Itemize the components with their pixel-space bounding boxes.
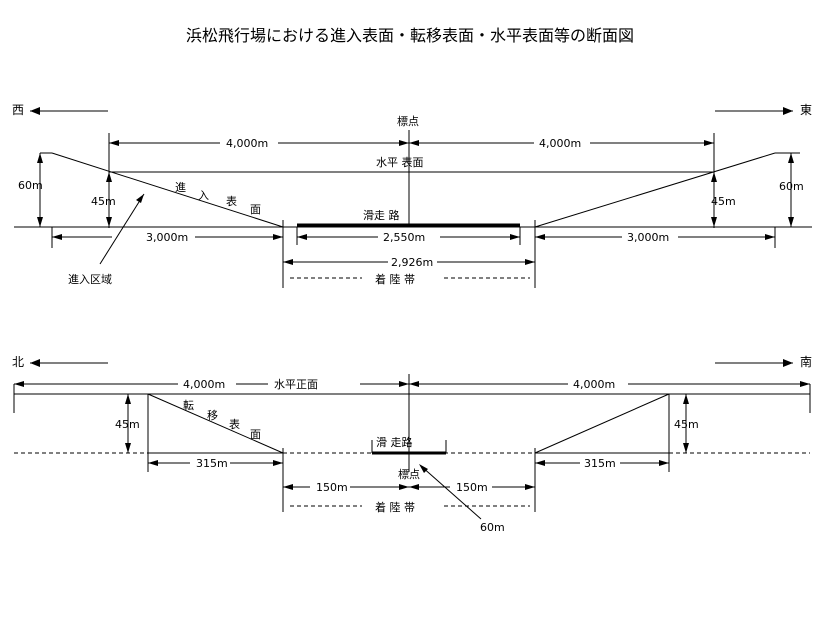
arrowhead — [37, 153, 43, 163]
arrowhead — [52, 234, 62, 240]
dim-4000-left: 4,000m — [183, 378, 225, 391]
west-label: 西 — [12, 103, 24, 117]
transitional-surface-char-3: 表 — [229, 417, 240, 431]
transitional-surface-char-4: 面 — [250, 428, 261, 441]
arrowhead — [106, 172, 112, 182]
dim-4000-right: 4,000m — [539, 137, 581, 150]
diagram-north-south: 北 南 4,000m 水平正面 4,000m — [12, 354, 812, 534]
dim-3000-right: 3,000m — [627, 231, 669, 244]
arrowhead — [106, 217, 112, 227]
approach-surface-char-1: 進 — [175, 181, 186, 194]
arrowhead — [704, 140, 714, 146]
dim-3000-left: 3,000m — [146, 231, 188, 244]
arrowhead — [711, 217, 717, 227]
arrowhead — [409, 381, 419, 387]
dim-315-left: 315m — [196, 457, 228, 470]
east-label: 東 — [800, 103, 812, 117]
dim-4000-right: 4,000m — [573, 378, 615, 391]
arrowhead — [409, 484, 419, 490]
arrowhead — [535, 460, 545, 466]
arrowhead — [125, 443, 131, 453]
arrowhead — [788, 153, 794, 163]
diagram-west-east: 西 東 標点 4,000m 4,000m 水平 表面 — [12, 103, 812, 288]
approach-area-label: 進入区域 — [68, 273, 112, 286]
north-arrowhead — [30, 359, 40, 367]
arrowhead — [14, 381, 24, 387]
south-arrowhead — [783, 359, 793, 367]
dim-150-left: 150m — [316, 481, 348, 494]
transitional-surface-char-2: 移 — [207, 409, 218, 422]
arrowhead — [788, 217, 794, 227]
dim-315-right: 315m — [584, 457, 616, 470]
height-45-right: 45m — [674, 418, 699, 431]
arrowhead — [683, 443, 689, 453]
arrowhead — [283, 484, 293, 490]
height-45-right: 45m — [711, 195, 736, 208]
arrowhead — [765, 234, 775, 240]
figure-title: 浜松飛行場における進入表面・転移表面・水平表面等の断面図 — [186, 26, 634, 45]
arrowhead — [711, 172, 717, 182]
arrowhead — [525, 484, 535, 490]
approach-surface-slope-left — [51, 152, 284, 228]
reference-point-label: 標点 — [398, 467, 420, 481]
west-arrowhead — [30, 107, 40, 115]
arrowhead — [525, 259, 535, 265]
arrowhead — [297, 234, 307, 240]
height-45-left: 45m — [91, 195, 116, 208]
height-45-left: 45m — [115, 418, 140, 431]
arrowhead — [273, 460, 283, 466]
landing-strip-label: 着 陸 帯 — [375, 272, 415, 286]
runway-label: 滑 走路 — [376, 436, 413, 449]
dim-2926: 2,926m — [391, 256, 433, 269]
height-60-right: 60m — [779, 180, 804, 193]
arrowhead — [399, 484, 409, 490]
horizontal-surface-label: 水平正面 — [274, 378, 318, 391]
height-60-left: 60m — [18, 179, 43, 192]
dim-150-right: 150m — [456, 481, 488, 494]
arrowhead — [399, 140, 409, 146]
south-label: 南 — [800, 354, 812, 369]
arrowhead — [409, 140, 419, 146]
arrowhead — [37, 217, 43, 227]
height-60-leader — [420, 465, 482, 520]
arrowhead — [510, 234, 520, 240]
approach-surface-char-2: 入 — [198, 189, 209, 202]
dim-4000-left: 4,000m — [226, 137, 268, 150]
arrowhead — [283, 259, 293, 265]
approach-surface-char-3: 表 — [226, 194, 237, 208]
landing-strip-label: 着 陸 帯 — [375, 500, 415, 514]
arrowhead — [659, 460, 669, 466]
transitional-surface-slope-left — [147, 393, 284, 454]
arrowhead — [109, 140, 119, 146]
arrowhead — [419, 464, 428, 473]
approach-area-leader — [99, 193, 145, 265]
runway-label: 滑走 路 — [363, 209, 400, 222]
transitional-surface-slope-right — [534, 393, 670, 454]
horizontal-surface-label: 水平 表面 — [376, 155, 424, 169]
arrowhead — [125, 394, 131, 404]
arrowhead — [399, 381, 409, 387]
north-label: 北 — [12, 355, 24, 369]
arrowhead — [535, 234, 545, 240]
arrowhead — [148, 460, 158, 466]
height-60-label: 60m — [480, 521, 505, 534]
approach-surface-slope-right — [534, 152, 776, 228]
dim-2550: 2,550m — [383, 231, 425, 244]
approach-surface-char-4: 面 — [250, 203, 261, 216]
arrowhead — [273, 234, 283, 240]
transitional-surface-char-1: 転 — [183, 399, 194, 412]
arrowhead — [136, 194, 144, 203]
arrowhead — [683, 394, 689, 404]
east-arrowhead — [783, 107, 793, 115]
arrowhead — [800, 381, 810, 387]
reference-point-label: 標点 — [397, 114, 419, 128]
